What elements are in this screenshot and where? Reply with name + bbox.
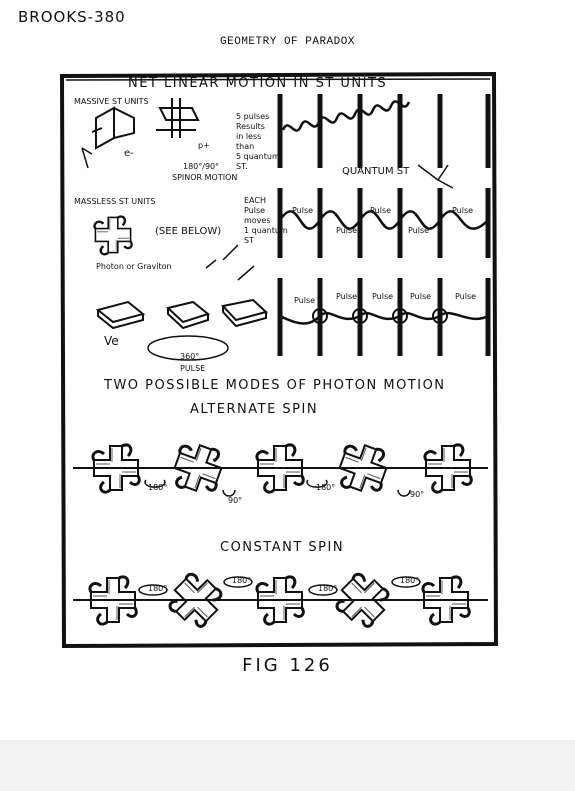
quantum-st-label: QUANTUM ST [342, 166, 410, 177]
alt-angle-180: 180° [148, 483, 168, 492]
spinor-angle: 180°/90° [183, 162, 220, 171]
const-angle-180: 180° [400, 576, 420, 585]
pulse-label: Pulse [408, 226, 430, 235]
const-angle-180: 180° [232, 576, 252, 585]
electron-sketch [91, 106, 135, 150]
alt-angle-180: 180° [316, 483, 336, 492]
rotation-360-label: 360° [180, 352, 200, 361]
figure-main-title: NET LINEAR MOTION IN ST UNITS [128, 76, 388, 91]
alt-angle-90: 90° [410, 490, 425, 499]
alt-angle-90: 90° [228, 496, 243, 505]
spinor-motion-label: SPINOR MOTION [172, 173, 238, 182]
pulse-label: Pulse [452, 206, 474, 215]
see-below-label: (SEE BELOW) [155, 226, 222, 237]
ve-units [95, 298, 269, 330]
pulse-label: Pulse [410, 292, 432, 301]
const-angle-180: 180° [148, 584, 168, 593]
page-title: GEOMETRY OF PARADOX [220, 36, 355, 48]
proton-sketch [156, 98, 200, 138]
massive-units-label: MASSIVE ST UNITS [74, 97, 149, 106]
figure-frame [59, 71, 498, 649]
pulse-label: Pulse [370, 206, 392, 215]
alternate-spin-row [73, 436, 488, 501]
rotation-360-pulse-label: PULSE [180, 364, 206, 373]
alternate-spin-title: ALTERNATE SPIN [190, 402, 319, 417]
photon-cross-sketch [93, 215, 133, 256]
ve-label: Ve [104, 334, 119, 348]
modes-title: TWO POSSIBLE MODES OF PHOTON MOTION [104, 378, 446, 393]
const-angle-180: 180° [318, 584, 338, 593]
massive-note-line: ST. [236, 162, 248, 171]
pulse-label: Pulse [294, 296, 316, 305]
author-label: BROOKS-380 [18, 8, 126, 26]
massless-note-line: Pulse [244, 206, 266, 215]
pulse-label: Pulse [455, 292, 477, 301]
massive-note-line: in less [236, 132, 262, 141]
electron-label: e- [124, 148, 134, 159]
constant-spin-title: CONSTANT SPIN [220, 540, 345, 555]
constant-spin-row [73, 565, 488, 636]
pulse-label: Pulse [336, 226, 358, 235]
massless-note-line: 1 quantum [244, 226, 288, 235]
photon-graviton-label: Photon or Graviton [96, 262, 172, 271]
massive-note-line: 5 pulses [236, 112, 270, 121]
massive-note-line: Results [236, 122, 265, 131]
massless-note-line: moves [244, 216, 271, 225]
figure-caption: FIG 126 [242, 655, 333, 676]
pulse-label: Pulse [336, 292, 358, 301]
pulse-label: Pulse [292, 206, 314, 215]
pulse-label: Pulse [372, 292, 394, 301]
massless-units-label: MASSLESS ST UNITS [74, 197, 156, 206]
proton-label: p+ [198, 141, 210, 150]
massless-note-line: EACH [244, 196, 266, 205]
massive-note-line: 5 quantum [236, 152, 280, 161]
scan-bottom-strip [0, 740, 575, 791]
massless-note-line: ST [244, 236, 254, 245]
massive-note-line: than [236, 142, 255, 151]
quantum-st-bars [277, 94, 491, 168]
